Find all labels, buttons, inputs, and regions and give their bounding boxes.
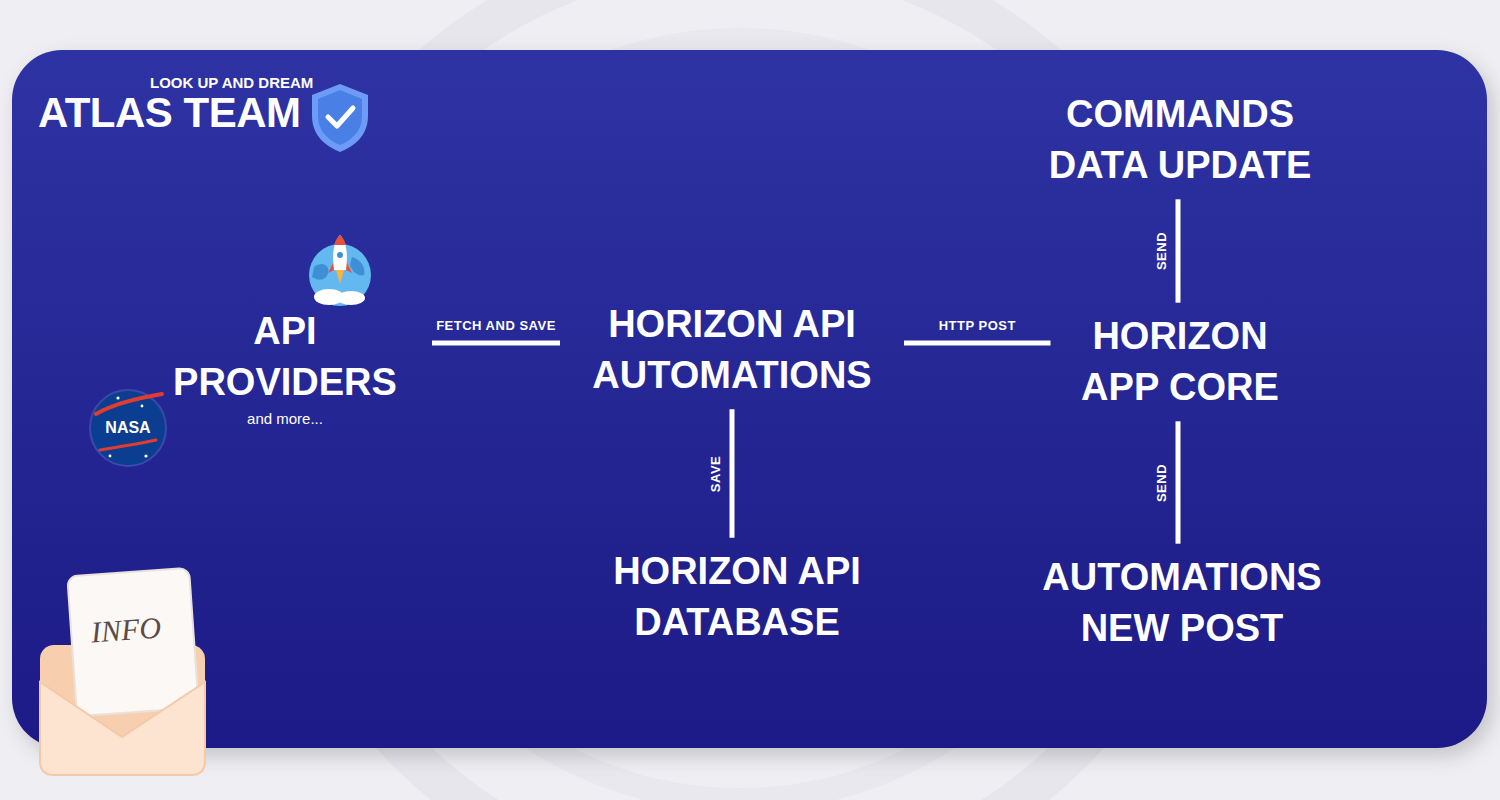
edge-label: HTTP POST <box>939 319 1016 332</box>
rocket-flame <box>336 270 344 284</box>
rocket-fin <box>346 261 352 273</box>
nasa-swoosh <box>96 394 162 414</box>
edge-label: SAVE <box>709 455 722 491</box>
star <box>141 405 144 408</box>
edge-label: FETCH AND SAVE <box>436 319 556 332</box>
globe <box>309 244 371 306</box>
cloud <box>337 291 365 305</box>
star <box>144 454 147 457</box>
globe-land <box>312 264 328 280</box>
rocket-nose <box>334 235 345 245</box>
node-title: HORIZON API DATABASE <box>587 546 887 649</box>
edge-label: SEND <box>1155 232 1168 270</box>
panel <box>12 50 1487 748</box>
nasa-logo <box>90 390 166 466</box>
connector-line <box>1176 199 1181 302</box>
star <box>109 455 112 458</box>
node-title: AUTOMATIONS NEW POST <box>1032 552 1332 655</box>
logo-title: ATLAS TEAM <box>38 92 301 134</box>
edge-label: SEND <box>1155 463 1168 501</box>
shield-inner <box>318 90 362 145</box>
process-label: AUTOMATIONS NEW POST <box>1010 544 1354 663</box>
rocket-globe-icon <box>309 235 371 306</box>
logo-text: NASA <box>105 420 150 436</box>
star <box>116 396 119 399</box>
process-label: API PROVIDERSand more... <box>138 298 432 436</box>
nasa-disc <box>90 390 166 466</box>
nasa-swoosh <box>100 440 156 450</box>
shield-icon <box>312 84 368 152</box>
letter-paper <box>67 568 198 716</box>
connector-line <box>904 341 1051 346</box>
connector-line <box>1176 421 1181 543</box>
process-label: HORIZON API AUTOMATIONS <box>560 291 904 410</box>
node-title: COMMANDS DATA UPDATE <box>1030 89 1330 192</box>
connector-line <box>730 409 735 537</box>
connector-line <box>432 341 560 346</box>
envelope-icon <box>40 568 205 775</box>
node-title: HORIZON API AUTOMATIONS <box>582 299 882 402</box>
node-title: HORIZON APP CORE <box>1073 311 1288 414</box>
rocket-window <box>337 252 343 258</box>
globe-land <box>350 257 364 275</box>
envelope-front <box>40 682 205 775</box>
process-label: COMMANDS DATA UPDATE <box>1008 81 1352 200</box>
check-mark <box>328 108 353 126</box>
process-label: HORIZON APP CORE <box>1051 303 1310 422</box>
rocket-body <box>333 235 347 270</box>
shield-outer <box>312 84 368 152</box>
rocket-fin <box>328 261 334 273</box>
tagline: LOOK UP AND DREAM <box>150 75 313 90</box>
node-title: API PROVIDERS <box>160 306 410 409</box>
note-label: INFO <box>90 613 162 648</box>
process-label: HORIZON API DATABASE <box>565 538 909 657</box>
node-subtitle: and more... <box>160 409 410 429</box>
